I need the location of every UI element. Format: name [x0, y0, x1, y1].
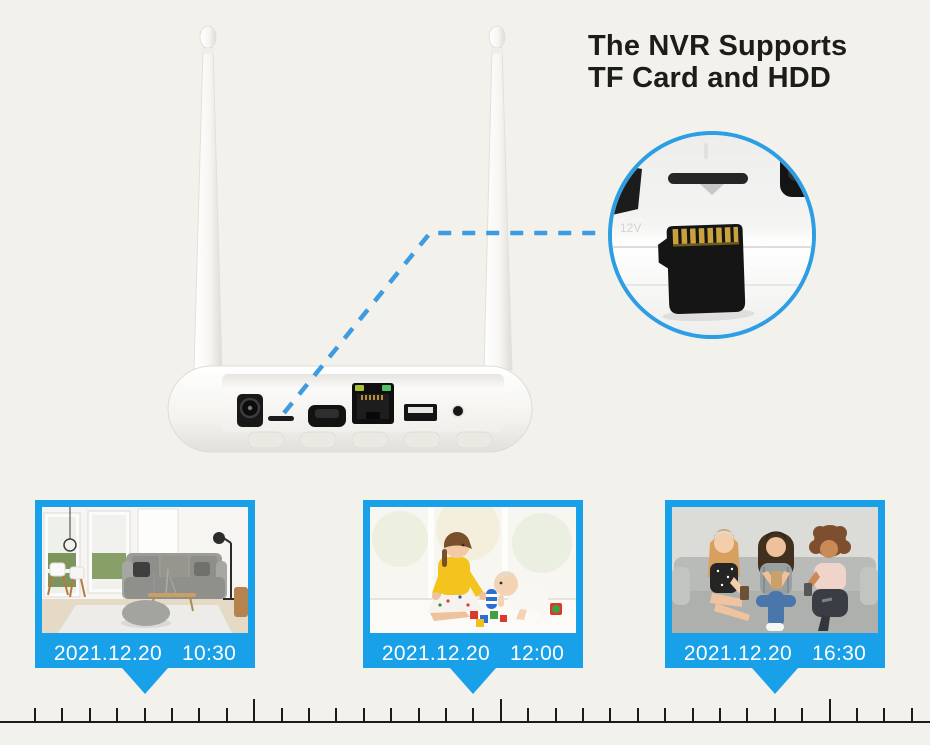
- sd-gold-pins: [672, 226, 739, 247]
- screw-mark: [704, 143, 708, 159]
- timeline-tick-minor: [171, 708, 173, 721]
- timeline-tick-minor: [34, 708, 36, 721]
- sofa: [122, 553, 227, 599]
- timeline-tick-minor: [856, 708, 858, 721]
- timeline-tick-minor: [609, 708, 612, 721]
- timeline-tick-major: [253, 699, 256, 721]
- timestamp-bar: 2021.12.20 12:00: [363, 640, 583, 668]
- toy-blocks: [470, 611, 507, 627]
- voltage-label: 12V: [620, 221, 641, 235]
- hdmi-fragment: [780, 149, 812, 197]
- pointer-arrow: [122, 668, 168, 694]
- girl: [428, 532, 487, 621]
- dc-jack-fragment: [612, 163, 642, 215]
- timeline-tick-minor: [910, 708, 913, 721]
- pointer-arrow: [752, 668, 798, 694]
- recording-time: 16:30: [812, 642, 867, 665]
- recording-time: 10:30: [182, 642, 237, 665]
- recording-date: 2021.12.20: [381, 642, 491, 665]
- tf-slot-closeup: [668, 173, 748, 195]
- timeline-tick-minor: [445, 708, 447, 721]
- timeline-tick-minor: [719, 708, 721, 721]
- reset-hole: [451, 404, 465, 418]
- usb-port: [404, 404, 437, 421]
- antenna-left: [193, 25, 223, 371]
- timestamp-bar: 2021.12.20 10:30: [35, 640, 255, 668]
- timeline-tick-minor: [527, 708, 530, 721]
- coffee-table: [148, 568, 196, 612]
- timeline-tick-minor: [773, 708, 776, 721]
- timeline-tick-minor: [225, 708, 228, 721]
- timeline-tick-minor: [801, 708, 804, 721]
- recording-thumbnail-1: 2021.12.20 10:30: [35, 500, 255, 694]
- timeline-tick-minor: [280, 708, 283, 721]
- woman-left: [708, 529, 750, 621]
- timeline-ruler: [0, 721, 930, 723]
- timestamp-bar: 2021.12.20 16:30: [665, 640, 885, 668]
- timeline-tick-major: [499, 699, 502, 721]
- timeline-tick-minor: [582, 708, 584, 721]
- page-title: The NVR Supports TF Card and HDD: [588, 30, 847, 94]
- timeline-tick-minor: [61, 708, 64, 721]
- recording-date: 2021.12.20: [683, 642, 793, 665]
- dining-set: [46, 562, 86, 598]
- tf-card-slot: [268, 416, 294, 421]
- timeline-tick-minor: [143, 708, 146, 721]
- timeline-tick-minor: [335, 708, 338, 721]
- timeline-tick-minor: [636, 708, 639, 721]
- antenna-right: [483, 25, 513, 371]
- dc-power-jack: [237, 394, 263, 427]
- ottoman: [121, 600, 171, 628]
- timeline-tick-minor: [362, 708, 365, 721]
- pendant-lamp: [63, 507, 77, 552]
- woman-right: [804, 525, 851, 631]
- window-center: [87, 510, 131, 594]
- baby: [494, 571, 548, 620]
- recording-time: 12:00: [510, 642, 565, 665]
- woman-center: [756, 531, 796, 631]
- micro-sd-card: [658, 223, 755, 322]
- timeline-tick-minor: [883, 708, 886, 721]
- timeline-tick-minor: [664, 708, 667, 721]
- recording-photo-living-room: [35, 500, 255, 640]
- recording-date: 2021.12.20: [53, 642, 163, 665]
- timeline-tick-minor: [417, 708, 420, 721]
- timeline-tick-minor: [746, 708, 749, 721]
- recording-thumbnail-2: 2021.12.20 12:00: [363, 500, 583, 694]
- recording-photo-women: [665, 500, 885, 640]
- timeline-tick-minor: [472, 708, 475, 721]
- hdmi-port: [308, 405, 346, 427]
- timeline-tick-minor: [390, 708, 393, 721]
- timeline-tick-minor: [88, 708, 91, 721]
- wooden-chair: [234, 587, 248, 617]
- floor-lamp: [213, 532, 239, 600]
- ethernet-port: [352, 383, 394, 424]
- timeline-tick-minor: [308, 708, 310, 721]
- striped-toy: [486, 589, 497, 609]
- recording-thumbnail-3: 2021.12.20 16:30: [665, 500, 885, 694]
- vent-slots: [247, 431, 493, 449]
- timeline-tick-minor: [554, 708, 557, 721]
- nvr-device-photo: [167, 25, 533, 453]
- recording-photo-kids: [363, 500, 583, 640]
- title-line-2: TF Card and HDD: [588, 62, 832, 94]
- timeline-tick-major: [828, 699, 831, 721]
- tf-card-inset: 12V: [608, 131, 816, 339]
- timeline-tick-minor: [691, 708, 694, 721]
- pointer-arrow: [450, 668, 496, 694]
- timeline-tick-minor: [116, 708, 119, 721]
- timeline-tick-minor: [198, 708, 201, 721]
- title-line-1: The NVR Supports: [588, 30, 848, 62]
